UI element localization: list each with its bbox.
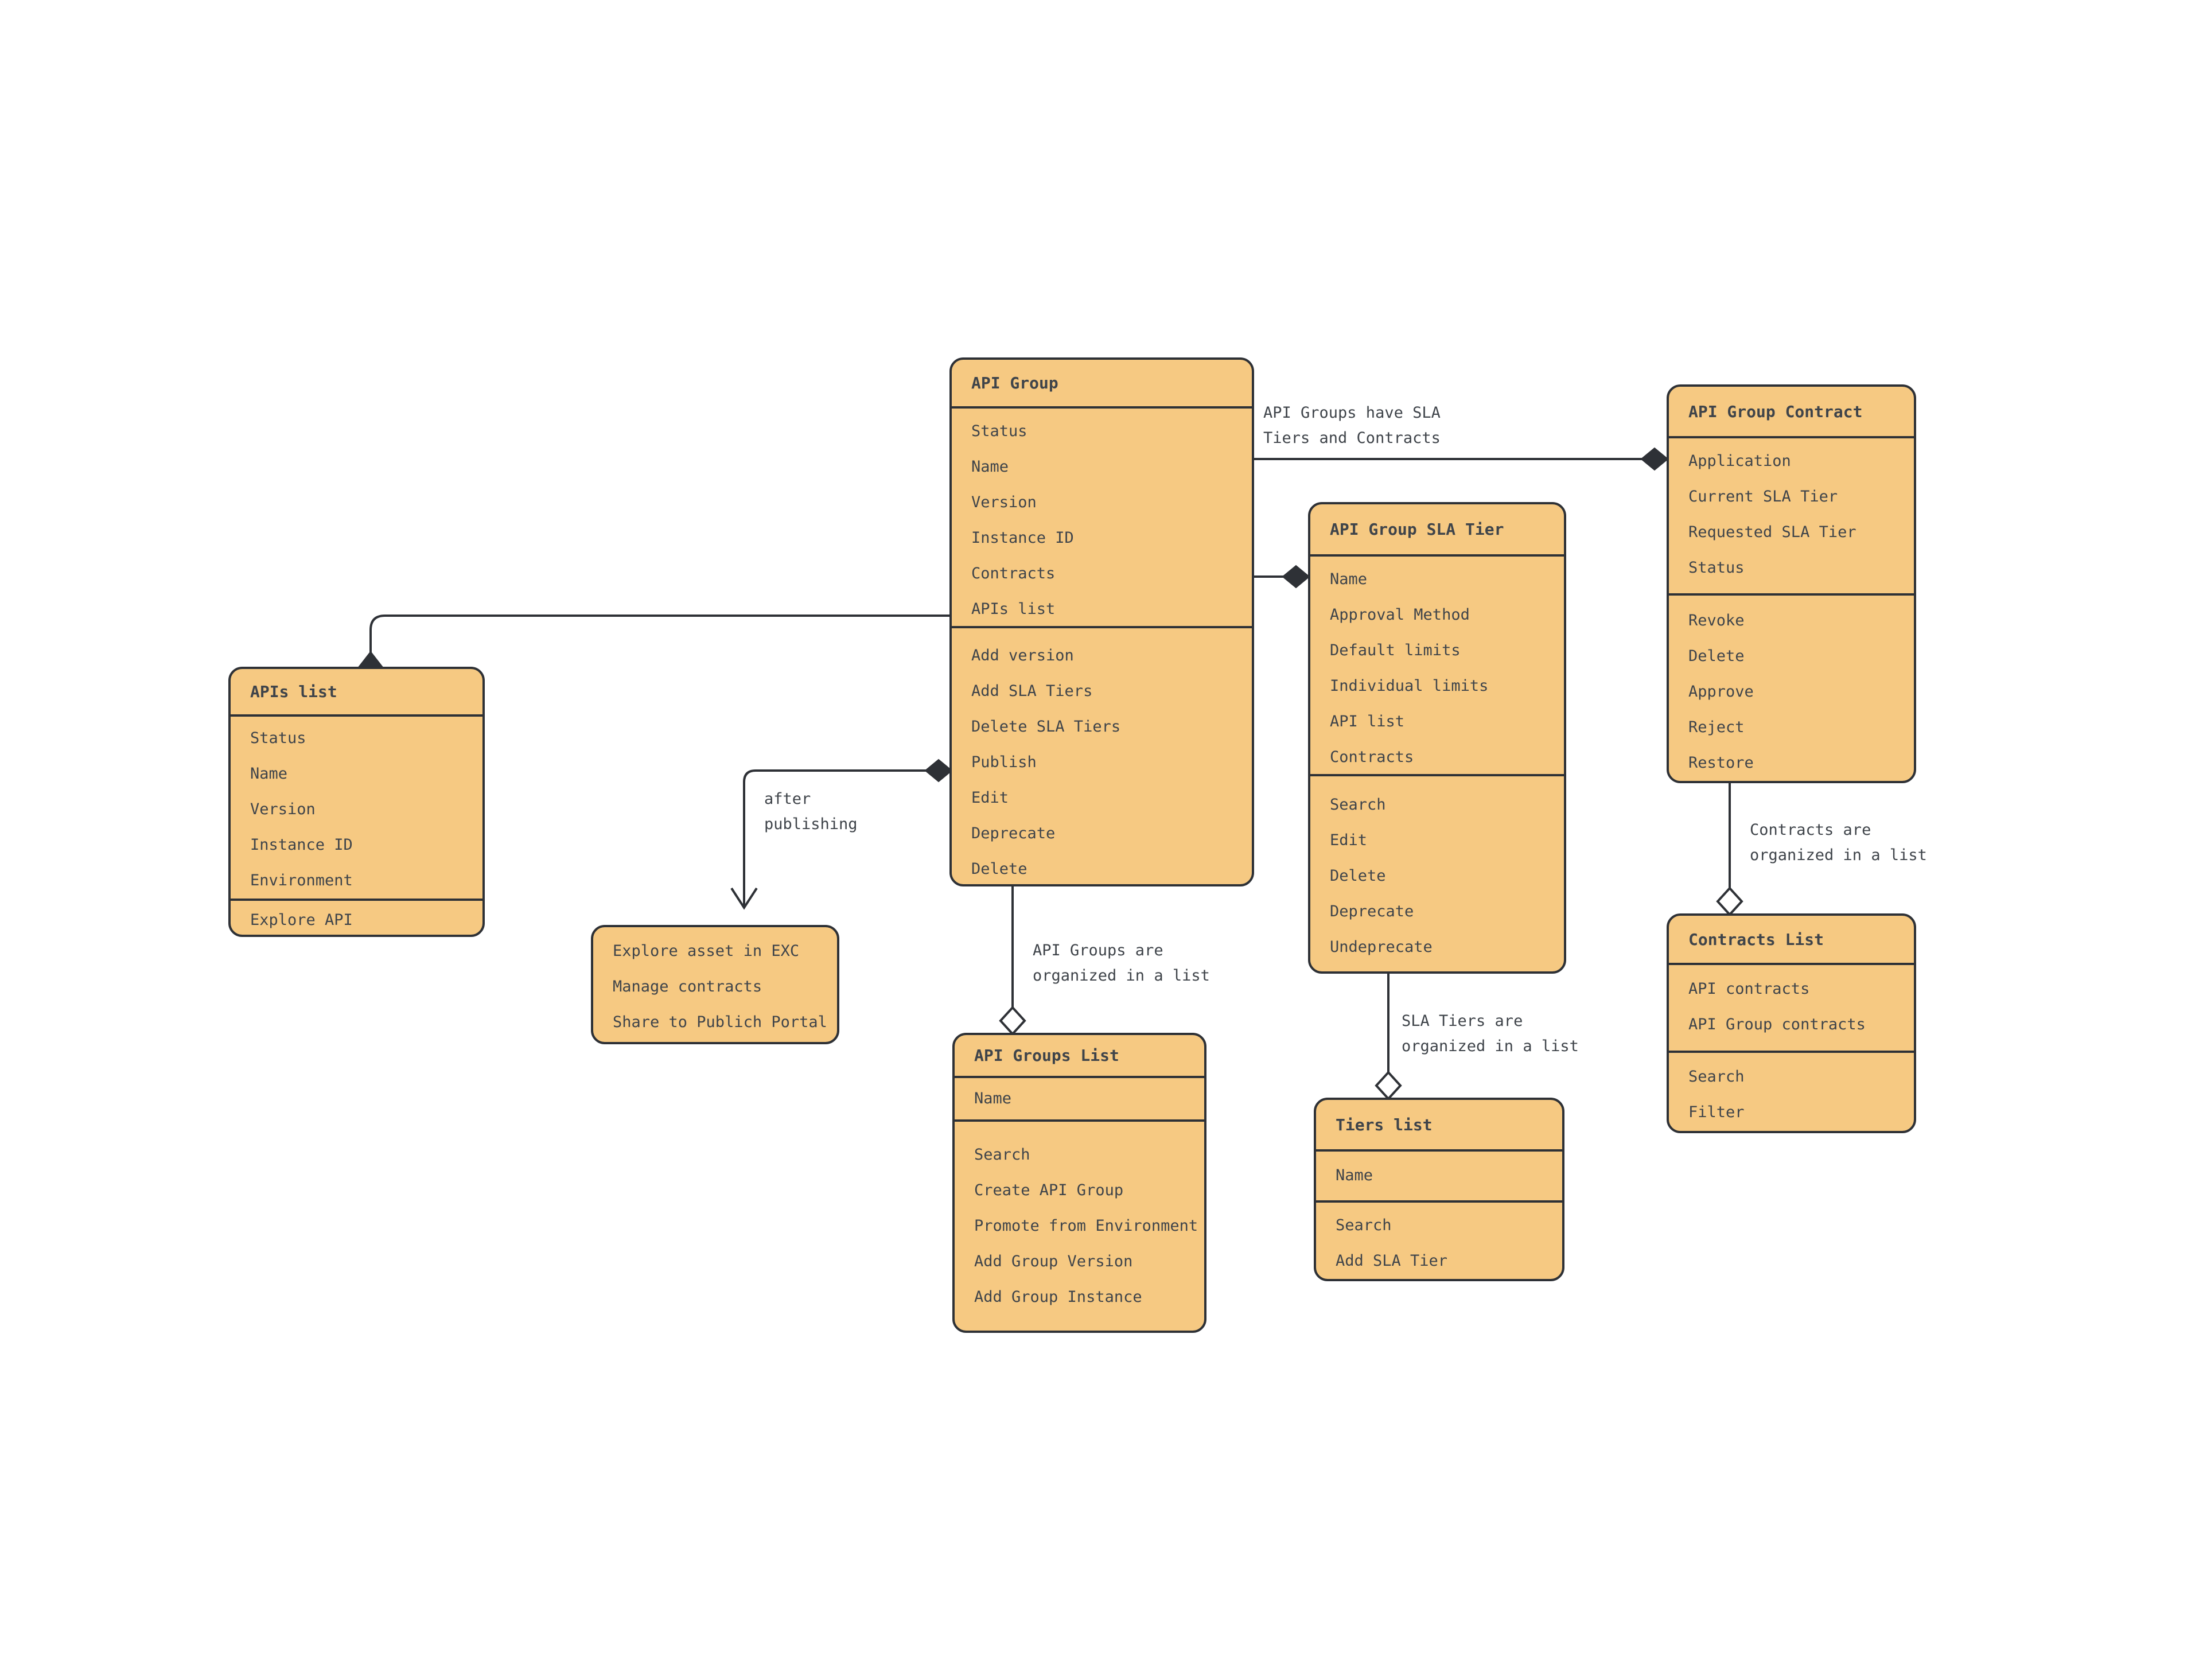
entity-api-group-sla-tier: API Group SLA Tier Name Approval Method … (1308, 502, 1566, 974)
filled-diamond-publish (924, 759, 953, 783)
field-instance-id: Instance ID (971, 528, 1074, 547)
action-reject: Reject (1688, 718, 1745, 736)
fields-section: Status Name Version Instance ID Environm… (231, 717, 482, 899)
label-contract-relationship: API Groups have SLA Tiers and Contracts (1263, 404, 1441, 447)
action-add-group-instance: Add Group Instance (974, 1288, 1142, 1306)
action-delete: Delete (1330, 866, 1386, 885)
action-add-sla-tiers: Add SLA Tiers (971, 682, 1093, 700)
field-current-sla-tier: Current SLA Tier (1688, 487, 1838, 505)
field-name: Name (974, 1089, 1012, 1107)
explore-menu: Explore asset in EXC Manage contracts Sh… (591, 925, 839, 1044)
menu-item-explore-asset: Explore asset in EXC (613, 942, 800, 960)
action-undeprecate: Undeprecate (1330, 938, 1433, 956)
entity-title: APIs list (231, 669, 482, 717)
entity-title: API Groups List (955, 1035, 1204, 1078)
menu-item-share-portal: Share to Publich Portal (613, 1013, 827, 1031)
filled-diamond-contract (1640, 447, 1669, 471)
label-after-publishing: after publishing (764, 790, 858, 833)
entity-api-group: API Group Status Name Version Instance I… (949, 357, 1254, 886)
action-search: Search (1330, 795, 1386, 814)
field-individual-limits: Individual limits (1330, 676, 1489, 695)
field-status: Status (971, 422, 1027, 440)
fields-section: Name (955, 1078, 1204, 1119)
label-tiers-list-relationship: SLA Tiers are organized in a list (1402, 1012, 1579, 1055)
field-api-list: API list (1330, 712, 1405, 730)
action-restore: Restore (1688, 753, 1754, 772)
fields-section: Application Current SLA Tier Requested S… (1669, 438, 1914, 593)
entity-api-group-contract: API Group Contract Application Current S… (1667, 384, 1916, 783)
entity-api-groups-list: API Groups List Name Search Create API G… (952, 1033, 1206, 1333)
field-name: Name (1336, 1166, 1373, 1184)
actions-section: Search Filter (1669, 1051, 1914, 1135)
action-add-group-version: Add Group Version (974, 1252, 1133, 1270)
action-search: Search (974, 1145, 1030, 1164)
action-filter: Filter (1688, 1103, 1745, 1121)
menu-item-manage-contracts: Manage contracts (613, 977, 762, 995)
open-diamond-contracts-list (1716, 886, 1743, 916)
entity-title: Contracts List (1669, 916, 1914, 965)
label-contracts-list-relationship: Contracts are organized in a list (1750, 821, 1927, 864)
entity-title: API Group Contract (1669, 387, 1914, 438)
action-search: Search (1688, 1067, 1745, 1086)
action-add-version: Add version (971, 646, 1074, 664)
field-default-limits: Default limits (1330, 641, 1461, 659)
fields-section: Name (1316, 1152, 1562, 1200)
fields-section: API contracts API Group contracts (1669, 965, 1914, 1051)
entity-apis-list: APIs list Status Name Version Instance I… (228, 667, 485, 937)
actions-section: Revoke Delete Approve Reject Restore (1669, 593, 1914, 785)
entity-title: Tiers list (1316, 1100, 1562, 1152)
action-deprecate: Deprecate (971, 824, 1056, 842)
actions-section: Search Edit Delete Deprecate Undeprecate (1310, 774, 1564, 976)
field-version: Version (971, 493, 1037, 511)
field-application: Application (1688, 452, 1791, 470)
action-deprecate: Deprecate (1330, 902, 1414, 920)
menu-items-section: Explore asset in EXC Manage contracts Sh… (593, 927, 837, 1042)
fields-section: Name Approval Method Default limits Indi… (1310, 557, 1564, 774)
field-approval-method: Approval Method (1330, 605, 1470, 624)
action-search: Search (1336, 1216, 1392, 1234)
field-contracts: Contracts (1330, 748, 1414, 766)
field-name: Name (971, 457, 1009, 476)
label-groups-list-relationship: API Groups are organized in a list (1033, 942, 1210, 985)
open-diamond-groups-list (999, 1006, 1026, 1036)
connector-group-to-apis-list (369, 615, 949, 654)
action-approve: Approve (1688, 682, 1754, 701)
actions-section: Search Create API Group Promote from Env… (955, 1119, 1204, 1335)
arrowhead-explore (730, 887, 758, 910)
action-add-sla-tier: Add SLA Tier (1336, 1251, 1448, 1270)
field-version: Version (250, 800, 316, 818)
open-diamond-tiers-list (1375, 1071, 1402, 1100)
entity-title: API Group (952, 360, 1252, 409)
field-contracts: Contracts (971, 564, 1056, 582)
filled-diamond-sla-tier (1282, 565, 1310, 589)
actions-section: Search Add SLA Tier (1316, 1200, 1562, 1284)
action-edit: Edit (971, 788, 1009, 807)
field-name: Name (250, 764, 288, 783)
action-delete: Delete (971, 860, 1027, 878)
field-status: Status (250, 729, 306, 747)
field-requested-sla-tier: Requested SLA Tier (1688, 523, 1856, 541)
action-edit: Edit (1330, 831, 1368, 849)
field-environment: Environment (250, 871, 353, 889)
actions-section: Add version Add SLA Tiers Delete SLA Tie… (952, 626, 1252, 889)
field-instance-id: Instance ID (250, 835, 353, 854)
field-name: Name (1330, 570, 1368, 588)
entity-tiers-list: Tiers list Name Search Add SLA Tier (1314, 1098, 1564, 1281)
entity-contracts-list: Contracts List API contracts API Group c… (1667, 913, 1916, 1133)
actions-section: Explore API (231, 899, 482, 939)
action-publish: Publish (971, 753, 1037, 771)
entity-title: API Group SLA Tier (1310, 504, 1564, 557)
field-apis-list: APIs list (971, 600, 1056, 618)
action-delete: Delete (1688, 647, 1745, 665)
action-explore-api: Explore API (250, 911, 353, 929)
field-api-contracts: API contracts (1688, 979, 1810, 998)
action-promote-from-environment: Promote from Environment (974, 1216, 1198, 1235)
field-api-group-contracts: API Group contracts (1688, 1015, 1866, 1033)
fields-section: Status Name Version Instance ID Contract… (952, 409, 1252, 626)
action-delete-sla-tiers: Delete SLA Tiers (971, 717, 1121, 736)
field-status: Status (1688, 558, 1745, 577)
action-revoke: Revoke (1688, 611, 1745, 629)
action-create-api-group: Create API Group (974, 1181, 1124, 1199)
